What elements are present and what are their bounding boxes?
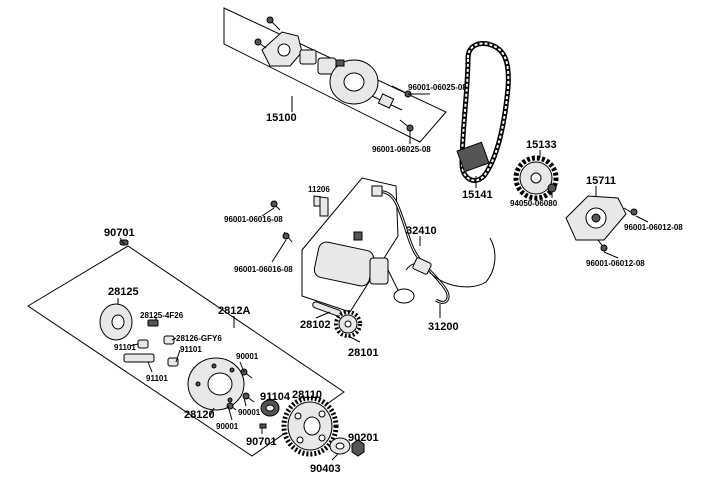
- label-15100: 15100: [266, 112, 297, 124]
- label-28102: 28102: [300, 319, 331, 331]
- label-96001-06025-08-a: 96001-06025-08: [408, 83, 467, 92]
- plate-28125: [99, 303, 133, 341]
- label-90201: 90201: [348, 432, 379, 444]
- roller-91101-c: [167, 357, 179, 367]
- starter-driven-gear-28110: [281, 395, 339, 457]
- label-15711: 15711: [586, 175, 616, 187]
- label-90403: 90403: [310, 463, 341, 475]
- label-91101-c: 91101: [146, 374, 168, 383]
- pump-rotor: [299, 49, 337, 75]
- screw-96001-06016-a: [270, 200, 281, 211]
- oil-pump-cover: [261, 31, 303, 67]
- screw-96001-06012-a: [623, 207, 638, 216]
- roller-91101-a: [137, 339, 149, 349]
- washer-90403: [329, 437, 351, 455]
- pin-28102: [312, 301, 342, 317]
- sprocket-15133: [513, 155, 559, 201]
- label-96001-06025-08-b: 96001-06025-08: [372, 145, 431, 154]
- label-96001-06012-08-b: 96001-06012-08: [586, 259, 645, 268]
- label-90001-a: 90001: [236, 352, 259, 361]
- drive-chain: [456, 41, 511, 183]
- idler-gear-28101: [334, 310, 362, 338]
- label-28125: 28125: [108, 286, 139, 298]
- starter-motor: [313, 231, 399, 291]
- bolt-90001-b: [242, 392, 255, 403]
- cover-15711: [565, 195, 627, 241]
- label-28110: 28110: [292, 389, 322, 401]
- starter-cable-32410: [371, 185, 450, 304]
- label-91104: 91104: [260, 391, 291, 403]
- spring-28125-4F26: [147, 319, 159, 327]
- leader-lines: [117, 93, 649, 461]
- key-90701-b: [259, 423, 267, 429]
- label-28125-4F26: 28125-4F26: [140, 311, 184, 320]
- screw-96001-06012-b: [597, 239, 608, 252]
- clutch-body-28120: [187, 357, 245, 411]
- key-90701-a: [119, 239, 129, 246]
- cable-31200: [393, 237, 496, 304]
- label-28126-GFY6: 28126-GFY6: [176, 334, 222, 343]
- label-11206: 11206: [308, 185, 330, 194]
- bolt-94050: [547, 183, 557, 193]
- label-91101-b: 91101: [180, 345, 202, 354]
- pump-shaft: [371, 93, 403, 111]
- bracket-11206: [313, 195, 329, 217]
- label-15133: 15133: [526, 139, 557, 151]
- oil-pump-body: [329, 59, 379, 105]
- label-90701-b: 90701: [246, 436, 277, 448]
- screw-top-1: [266, 16, 281, 31]
- roller-91101-b: [123, 353, 155, 363]
- screw-96001-06016-b: [282, 231, 293, 243]
- label-31200: 31200: [428, 321, 459, 333]
- label-15141: 15141: [462, 189, 493, 201]
- roller-28126-GFY6: [163, 335, 175, 345]
- label-96001-06012-08-a: 96001-06012-08: [624, 223, 683, 232]
- label-96001-06016-08-a: 96001-06016-08: [224, 215, 283, 224]
- label-94050-06080: 94050-06080: [510, 199, 558, 208]
- screw-top-2: [254, 38, 267, 49]
- label-28120: 28120: [184, 409, 215, 421]
- label-28101: 28101: [348, 347, 379, 359]
- label-2812A: 2812A: [218, 305, 250, 317]
- label-90001-b: 90001: [238, 408, 261, 417]
- part-labels: 15100 96001-06025-08 96001-06025-08 1514…: [104, 83, 683, 475]
- starter-group-frame: [301, 177, 399, 313]
- label-32410: 32410: [406, 225, 437, 237]
- label-96001-06016-08-b: 96001-06016-08: [234, 265, 293, 274]
- clutch-group-frame: [27, 245, 345, 457]
- label-91101-a: 91101: [114, 343, 136, 352]
- label-90701-a: 90701: [104, 227, 135, 239]
- screw-96001-b: [399, 119, 414, 132]
- label-90001-c: 90001: [216, 422, 239, 431]
